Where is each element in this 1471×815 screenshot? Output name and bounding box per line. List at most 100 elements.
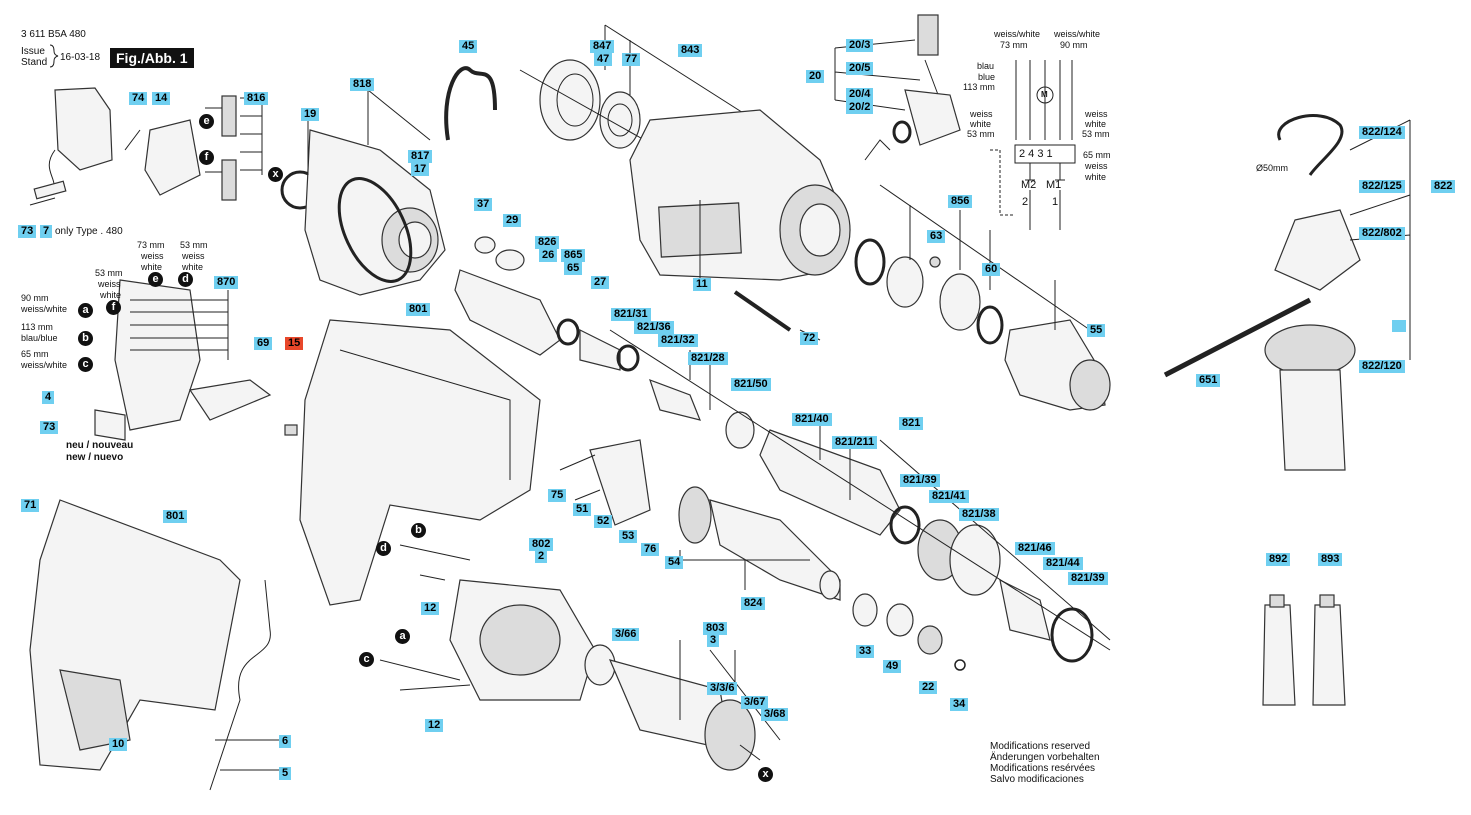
field-part: [449, 579, 596, 701]
gear-shaft-part: [678, 486, 966, 671]
part-tag: 3/68: [761, 708, 789, 721]
part-tag: 3/3/6: [707, 682, 738, 695]
part-tag: 817: [408, 150, 433, 163]
schematic-text: weiss: [1085, 161, 1108, 171]
callout-b: b: [411, 523, 426, 538]
wire-color: white: [182, 262, 204, 272]
modifications-note: Modifications reserved Änderungen vorbeh…: [990, 741, 1100, 785]
schematic-text: blue: [978, 72, 996, 82]
part-tag: 821/32: [658, 334, 698, 347]
part-tag: 821/44: [1043, 557, 1083, 570]
motor-symbol: M: [1041, 90, 1048, 99]
part-number: 3 611 B5A 480: [21, 29, 86, 40]
wire-color: weiss: [182, 251, 205, 261]
modifications-line: Änderungen vorbehalten: [990, 752, 1100, 763]
schematic-text: white: [1085, 172, 1107, 182]
wiring-schematic: [990, 60, 1076, 230]
part-tag: 803: [703, 622, 728, 635]
electronic-module-part: [94, 279, 272, 441]
part-tag: 801: [406, 303, 431, 316]
part-tag: 72: [800, 332, 819, 345]
part-tag: 29: [503, 214, 522, 227]
callout-c: c: [78, 357, 93, 372]
wire-length: 113 mm: [21, 322, 53, 332]
terminal-labels: 2 4 3 1: [1019, 148, 1053, 160]
part-tag: 865: [561, 249, 586, 262]
tool-holder-part: [854, 238, 1111, 411]
part-tag: 822: [1431, 180, 1456, 193]
part-tag: 47: [594, 53, 613, 66]
part-tag: 22: [919, 681, 938, 694]
schematic-text: white: [970, 119, 992, 129]
callout-a: a: [78, 303, 93, 318]
modifications-line: Modifications resérvées: [990, 763, 1096, 774]
part-tag: 821/28: [688, 352, 728, 365]
part-tag: 821/36: [634, 321, 674, 334]
part-tag: 5: [279, 767, 292, 780]
motor-housing-part: [284, 319, 541, 606]
part-tag: 34: [950, 698, 969, 711]
seal-rings-part: [539, 59, 641, 149]
schematic-text: 113 mm: [963, 82, 995, 92]
part-tag: 52: [594, 515, 613, 528]
brush-holder-part: [144, 95, 237, 201]
issue-date: 16-03-18: [60, 52, 101, 63]
part-tag: 651: [1196, 374, 1221, 387]
part-tag: 69: [254, 337, 273, 350]
part-tag: 822/125: [1359, 180, 1405, 193]
part-tag: 12: [425, 719, 444, 732]
part-tag: 870: [214, 276, 239, 289]
part-tag: 816: [244, 92, 269, 105]
part-tag: 7: [40, 225, 53, 238]
schematic-text: M2: [1021, 179, 1037, 191]
part-tag: 801: [163, 510, 188, 523]
wire-color: weiss: [141, 251, 164, 261]
callout-c: c: [359, 652, 374, 667]
new-note: new / nuevo: [66, 452, 124, 463]
auxiliary-handle-part: [1163, 114, 1361, 471]
part-tag: 3/67: [741, 696, 769, 709]
schematic-text: weiss/white: [994, 29, 1041, 39]
part-tag: 60: [982, 263, 1001, 276]
issue-label: Issue: [21, 46, 45, 57]
part-tag: 818: [350, 78, 375, 91]
part-tag: 821/39: [900, 474, 940, 487]
callout-x: x: [268, 167, 283, 182]
part-tag: 63: [927, 230, 946, 243]
part-tag: 20/5: [846, 62, 874, 75]
part-tag: 26: [539, 249, 558, 262]
callout-a: a: [395, 629, 410, 644]
armature-part: [584, 644, 761, 771]
new-note: neu / nouveau: [66, 440, 134, 451]
part-tag: 3/66: [612, 628, 640, 641]
diameter-note: Ø50mm: [1256, 163, 1289, 173]
part-tag: 54: [665, 556, 684, 569]
part-tag: 893: [1318, 553, 1343, 566]
schematic-text: 2: [1022, 196, 1029, 208]
part-tag: 826: [535, 236, 560, 249]
part-tag: 20: [806, 70, 825, 83]
callout-d: d: [178, 272, 193, 287]
part-tag: 76: [641, 543, 660, 556]
empty-part-tag: [1392, 320, 1406, 332]
grease-tubes: [1262, 594, 1346, 706]
piston-parts: [454, 236, 1094, 663]
part-tag: 3: [707, 634, 720, 647]
part-tag: 33: [856, 645, 875, 658]
callout-b: b: [78, 331, 93, 346]
part-tag: 37: [474, 198, 493, 211]
brush-part: [864, 14, 961, 161]
part-tag: 892: [1266, 553, 1291, 566]
callout-e: e: [148, 272, 163, 287]
part-tag: 821/211: [832, 436, 878, 449]
part-tag: 55: [1087, 324, 1106, 337]
part-tag: 822/120: [1359, 360, 1405, 373]
part-tag: 27: [591, 276, 610, 289]
part-tag: 821/38: [959, 508, 999, 521]
part-tag: 802: [529, 538, 554, 551]
wire-color: white: [141, 262, 163, 272]
callout-x: x: [758, 767, 773, 782]
part-tag: 822/124: [1359, 126, 1405, 139]
